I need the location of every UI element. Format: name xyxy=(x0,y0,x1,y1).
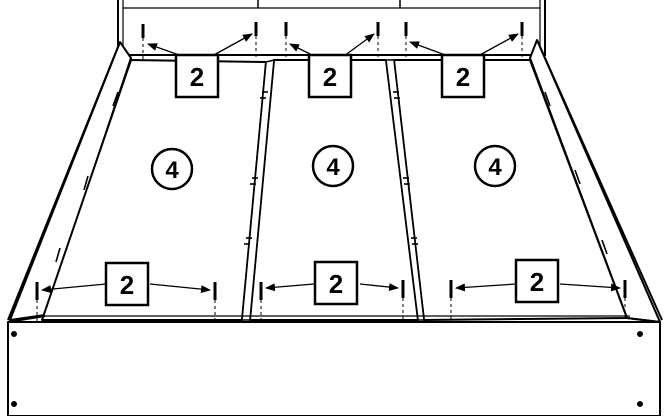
headboard xyxy=(117,0,546,56)
callout-box-bottom-middle: 2 xyxy=(313,260,359,306)
callout-label: 2 xyxy=(190,62,204,92)
panel-number-left: 4 xyxy=(150,147,194,191)
panel-number-label: 4 xyxy=(488,154,502,181)
panel-number-label: 4 xyxy=(165,157,179,184)
bed-frame-sides xyxy=(7,39,663,323)
slat-panels xyxy=(41,59,628,321)
callout-label: 2 xyxy=(329,269,343,299)
footboard xyxy=(7,315,661,416)
callout-label: 2 xyxy=(456,62,470,92)
panel-number-middle: 4 xyxy=(311,144,355,188)
bottom-screws xyxy=(35,280,627,322)
callout-box-bottom-right: 2 xyxy=(514,258,560,304)
top-screws xyxy=(141,22,524,60)
panel-number-label: 4 xyxy=(326,154,340,181)
callout-label: 2 xyxy=(120,270,134,300)
callout-label: 2 xyxy=(530,267,544,297)
callout-box-top-middle: 2 xyxy=(307,53,353,99)
callout-label: 2 xyxy=(323,62,337,92)
callout-box-top-left: 2 xyxy=(174,53,220,99)
callout-box-top-right: 2 xyxy=(440,53,486,99)
center-rails xyxy=(55,58,608,321)
callout-box-bottom-left: 2 xyxy=(104,261,150,307)
panel-number-right: 4 xyxy=(473,144,517,188)
